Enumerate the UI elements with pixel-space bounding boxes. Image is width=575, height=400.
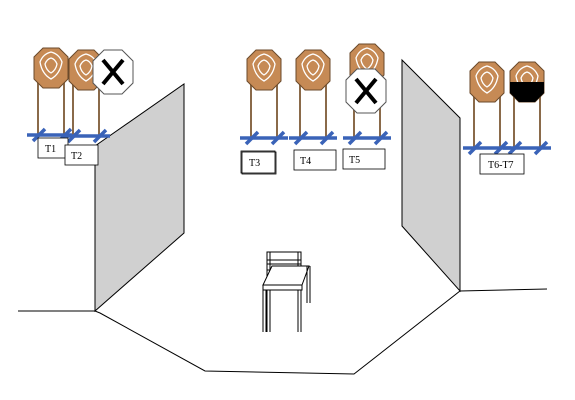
label-t4: T4	[293, 149, 337, 171]
label-t1: T1	[37, 137, 69, 159]
label-t5: T5	[342, 148, 386, 170]
target-t1-face	[33, 47, 69, 89]
left-wall	[94, 83, 185, 313]
hardcover-t7	[510, 82, 544, 102]
chair-icon	[262, 251, 311, 332]
svg-text:T1: T1	[45, 144, 56, 155]
label-t6-t7: T6-T7	[479, 153, 525, 175]
svg-text:T4: T4	[300, 156, 311, 167]
svg-text:T5: T5	[349, 155, 360, 166]
target-t6-face	[469, 61, 505, 103]
svg-text:T6-T7: T6-T7	[488, 160, 514, 171]
svg-text:T2: T2	[71, 151, 82, 162]
right-wall	[401, 58, 461, 293]
label-t3: T3	[240, 150, 277, 175]
svg-text:T3: T3	[249, 158, 260, 169]
noshoot-2	[344, 67, 388, 115]
noshoot-1	[91, 48, 135, 96]
target-t3-face	[246, 49, 282, 91]
label-t2: T2	[64, 144, 99, 166]
target-t4-face	[295, 49, 331, 91]
